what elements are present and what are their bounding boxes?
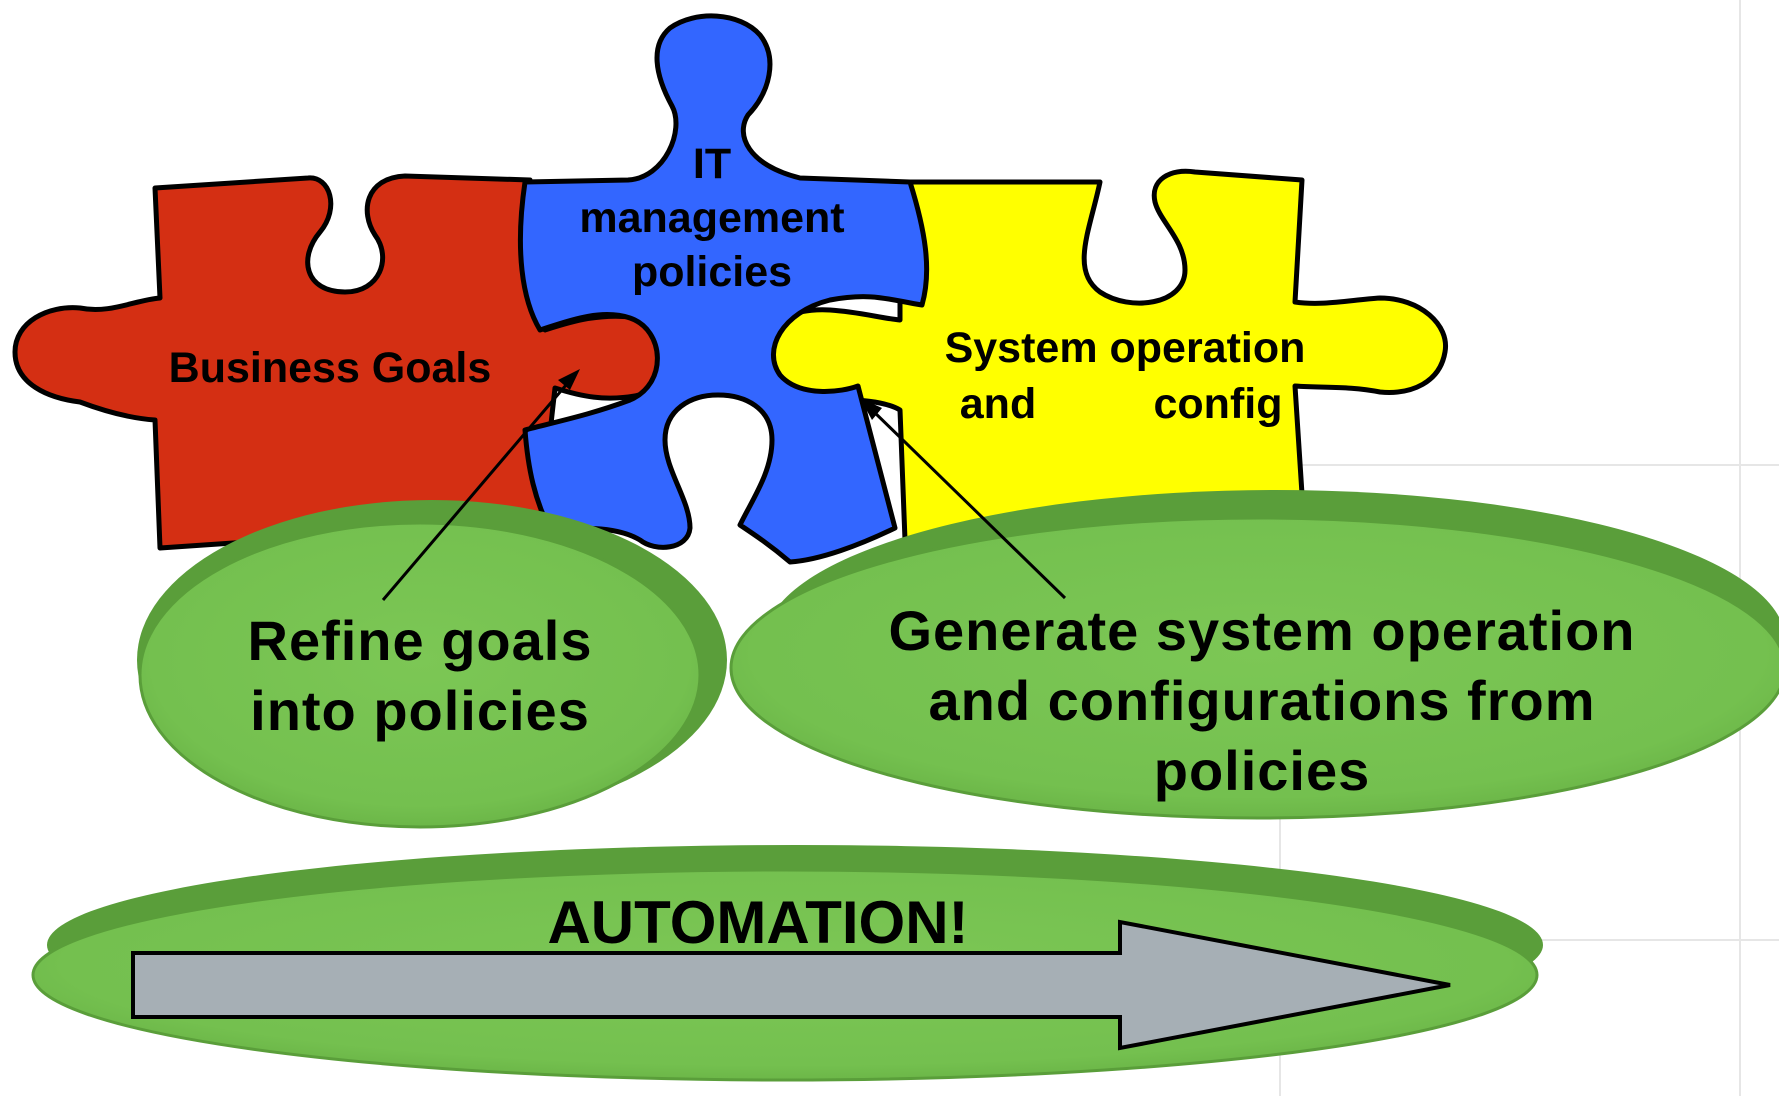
it-management-label-line-2: management <box>579 194 844 242</box>
generate-config-oval <box>729 490 1779 820</box>
business-goals-label: Business Goals <box>169 344 492 392</box>
automation-label: AUTOMATION! <box>547 889 968 956</box>
refine-goals-oval <box>137 500 727 829</box>
it-management-label-line-3: policies <box>632 248 792 296</box>
generate-config-label-line-3: policies <box>1154 739 1371 802</box>
generate-config-label-line-1: Generate system operation <box>888 599 1635 662</box>
system-operation-label-line-2: and <box>960 380 1036 428</box>
it-management-label-line-1: IT <box>693 140 731 188</box>
generate-connector-arrow <box>860 398 1067 600</box>
automation-arrow <box>131 919 1451 1051</box>
system-operation-label-line-3: config <box>1154 380 1283 428</box>
refine-goals-label-line-1: Refine goals <box>248 609 593 672</box>
refine-goals-label-line-2: into policies <box>250 679 590 742</box>
refine-connector-arrow <box>381 369 580 601</box>
generate-config-label-line-2: and configurations from <box>929 669 1596 732</box>
it-management-puzzle-piece <box>517 13 930 565</box>
system-operation-label-line-1: System operation <box>945 324 1306 372</box>
